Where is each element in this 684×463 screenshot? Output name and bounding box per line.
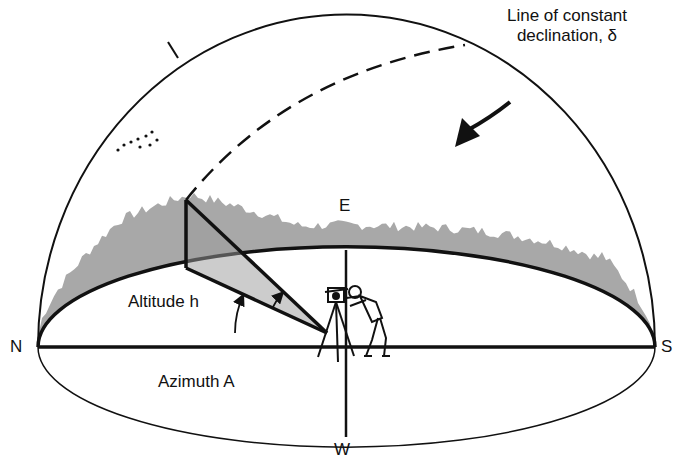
direction-label: W [334,440,350,460]
direction-label: N [10,337,22,357]
altitude-arc [273,292,284,308]
zenith-tick [168,42,178,58]
sight-line [186,200,327,333]
direction-label: E [339,196,350,216]
horizontal-projection [186,268,327,333]
vertical-drop [184,200,188,268]
surveyor-figure [318,286,390,362]
east-west-line [345,250,348,437]
dome-outline [38,15,655,347]
direction-label: S [661,337,672,357]
star-dots [116,130,158,151]
declination-label: Line of constant declination, δ [492,6,642,47]
azimuth-arc [235,294,244,333]
angle-label: Azimuth A [158,372,235,392]
altitude-triangle [186,200,327,333]
motion-arrow [468,102,510,130]
declination-path [186,45,465,200]
angle-label: Altitude h [128,292,199,312]
motion-arrowhead [455,118,480,147]
